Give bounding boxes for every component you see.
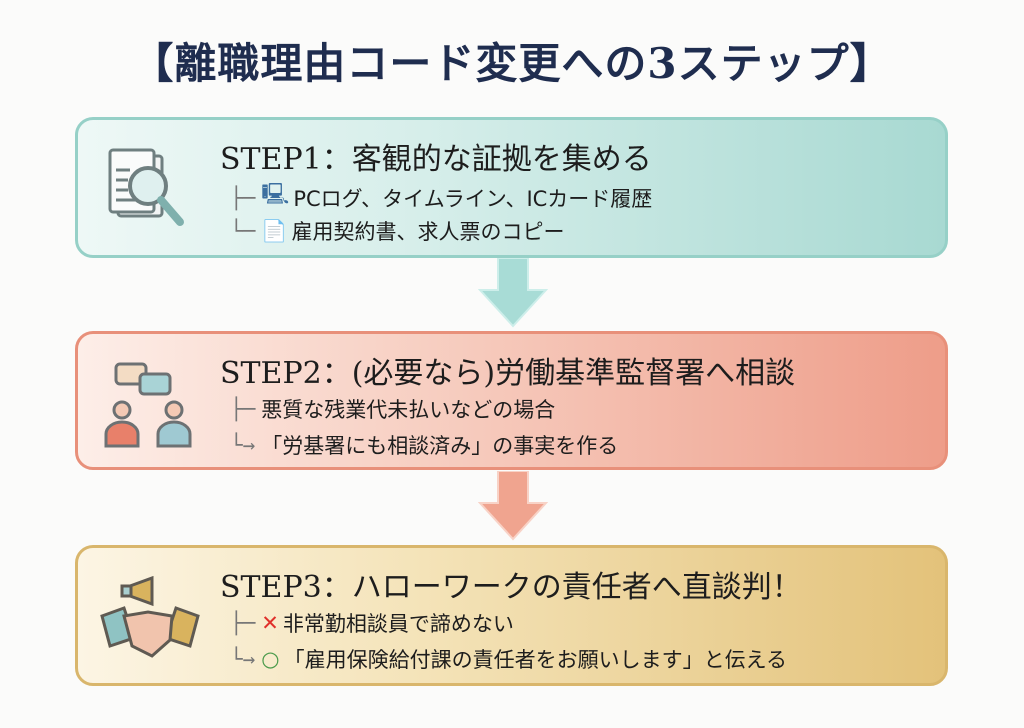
tree-branch: └→ [230,433,256,457]
document-icon: 📄 [261,218,288,243]
item-text: 雇用契約書、求人票のコピー [291,220,565,244]
item-text: 「労基署にも相談済み」の事実を作る [261,434,619,458]
cross-icon: ✕ [261,611,279,635]
item-text: 「雇用保険給付課の責任者をお願いします」と伝える [283,648,787,672]
step2-item: ├─悪質な残業代未払いなどの場合 [230,394,555,424]
tree-branch: ├─ [230,185,256,210]
down-arrow-icon [478,258,548,328]
step3-heading: STEP3：ハローワークの責任者へ直談判！ [220,570,802,605]
item-text: 悪質な残業代未払いなどの場合 [261,398,556,422]
consultation-people-icon [104,362,192,448]
tree-branch: └→ [230,647,256,671]
tree-branch: └─ [230,219,256,243]
step1-item: ├─🖳PCログ、タイムライン、ICカード履歴 [230,180,652,215]
step2-item: └→「労基署にも相談済み」の事実を作る [230,430,618,460]
step2-panel: STEP2：(必要なら)労働基準監督署へ相談 ├─悪質な残業代未払いなどの場合 … [75,331,948,470]
page-title: 【離職理由コード変更への3ステップ】 [131,39,893,88]
step1-heading: STEP1：客観的な証拠を集める [220,142,652,177]
item-text: 非常勤相談員で諦めない [282,612,514,636]
document-search-icon [108,148,184,226]
down-arrow-icon [478,471,548,541]
step3-item: ├─✕非常勤相談員で諦めない [230,608,514,638]
step1-panel: STEP1：客観的な証拠を集める ├─🖳PCログ、タイムライン、ICカード履歴 … [75,117,948,258]
computer-icon: 🖳 [261,182,290,206]
step3-panel: STEP3：ハローワークの責任者へ直談判！ ├─✕非常勤相談員で諦めない └→○… [75,545,948,686]
tree-branch: ├─ [230,397,256,421]
handshake-megaphone-icon [100,576,200,658]
item-text: PCログ、タイムライン、ICカード履歴 [293,186,653,211]
circle-icon: ○ [261,647,280,671]
step2-heading: STEP2：(必要なら)労働基準監督署へ相談 [220,356,796,391]
step1-item: └─📄雇用契約書、求人票のコピー [230,216,564,246]
step3-item: └→○「雇用保険給付課の責任者をお願いします」と伝える [230,644,787,674]
tree-branch: ├─ [230,611,256,635]
